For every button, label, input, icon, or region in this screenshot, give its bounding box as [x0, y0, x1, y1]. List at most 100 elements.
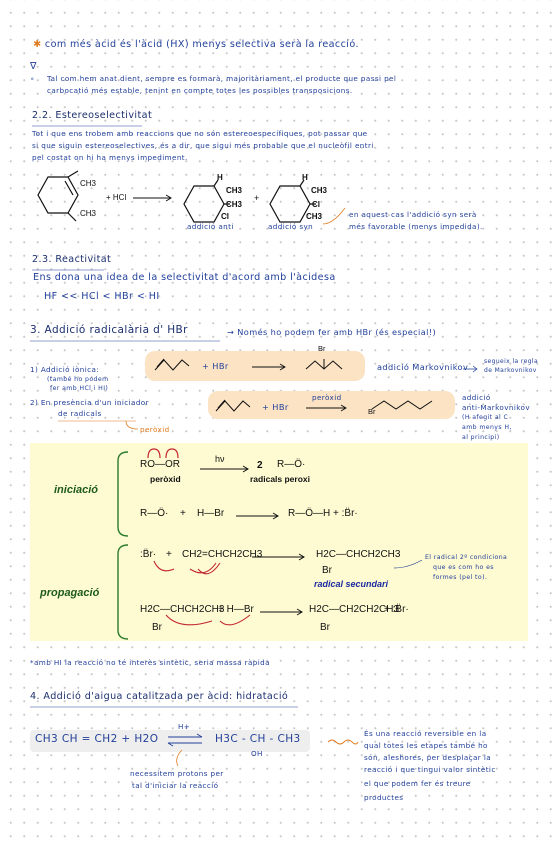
ionic-sub-1: (també ho podem — [47, 376, 109, 383]
ionic-br-label: Br — [318, 344, 326, 353]
radical-result-2: anti-Markovnikov — [462, 403, 530, 412]
prop2-left-br: Br — [152, 622, 162, 633]
radical-arrow-icon — [306, 404, 347, 412]
protons-pointer-icon — [176, 749, 183, 767]
two-label: 2 — [257, 460, 263, 471]
prop1-br-radical: :B̈r· — [140, 549, 157, 560]
reversible-note-1: És una reacció reversible en la — [364, 729, 487, 738]
prop1-curved-arrows-icon — [153, 560, 221, 575]
asterisk-icon: ✱ — [33, 39, 45, 50]
reversible-wave-icon — [327, 739, 359, 745]
reversible-note-6: productes — [364, 793, 404, 802]
hydration-highlight — [30, 730, 310, 752]
ch3-label-a: CH3 — [80, 179, 97, 188]
radical-product-structure — [371, 400, 433, 410]
mechanism-panel — [30, 443, 528, 641]
peroxide-note: peròxid — [140, 425, 170, 434]
methylcyclohexene-structure — [37, 170, 79, 222]
hbr-aside: → Només ho podem fer amb HBr (és especia… — [227, 327, 437, 337]
prop2-arrow-icon — [260, 608, 303, 616]
prop2-product: H2C—CH2CH2CH3 — [309, 604, 400, 615]
protons-note-1: necessitem protons per — [130, 769, 224, 778]
initiation-label: iniciació — [54, 484, 99, 496]
step2-plus: + — [180, 508, 186, 519]
equilibrium-arrow-icon — [167, 733, 203, 747]
radical-label-2: de radicals — [58, 409, 102, 418]
regio-line-2: carbocatió més estable, tenint en compte… — [47, 86, 353, 95]
hydration-oh: OH — [251, 749, 263, 758]
heading-underline — [32, 125, 142, 127]
radical-formula: R—Ö· — [277, 459, 306, 470]
heading-3: 3. Addició radicalària d' HBr — [30, 324, 188, 336]
radical-br-label: Br — [368, 407, 376, 416]
h-label-syn: H — [302, 173, 308, 182]
product-syn-structure — [269, 179, 316, 223]
peroxide-label: peròxid — [150, 474, 181, 484]
cl-label-syn: Cl — [312, 200, 320, 209]
ch3-label-anti-2: CH3 — [226, 200, 243, 209]
prop1-product: H2C—CHCH2CH3 — [316, 549, 401, 560]
over-arrow-label: peròxid — [312, 393, 342, 402]
step2-product: R—Ö—H + :B̈r· — [288, 508, 358, 519]
heading-2-3: 2.3. Reactivitat — [32, 254, 112, 265]
label-anti: addició anti — [187, 222, 234, 231]
peroxide-formula: RO—OR — [140, 459, 180, 470]
side-note-1: El radical 2º condiciona — [425, 554, 508, 561]
ch3-label-syn-1: CH3 — [311, 186, 328, 195]
cl-label-anti: Cl — [221, 212, 229, 221]
propagation-label: propagació — [40, 587, 100, 599]
triangle-marker-icon: ∇ — [30, 61, 37, 72]
curved-arrows-icon — [147, 448, 179, 459]
ch3-label-b: CH3 — [80, 209, 97, 218]
reactivity-line: Ens dona una idea de la selectivitat d'a… — [33, 272, 336, 283]
rule-pointer-icon — [463, 365, 478, 373]
heading-2-2: 2.2. Estereoselectivitat — [32, 110, 153, 121]
initiation-bracket-icon — [117, 451, 129, 537]
syn-note-1: en aquest cas l'addició syn serà — [349, 210, 477, 219]
prop2-br-radical: + :B̈r· — [384, 604, 409, 615]
step2-radical: R—Ö· — [140, 508, 169, 519]
step2-arrow-icon — [236, 512, 279, 520]
hcl-reagent: + HCl — [106, 193, 127, 202]
hydration-product: H3C - CH - CH3 — [215, 733, 301, 745]
heading-underline — [32, 269, 104, 271]
reversible-note-4: reacció i que tingui valor sintètic — [364, 765, 496, 774]
prop2-product-br: Br — [320, 622, 330, 633]
side-note-3: formes (pel to). — [433, 574, 488, 581]
stereo-para-3: pel costat on hi ha menys impediment. — [32, 153, 188, 162]
radicals-label: radicals peroxi — [250, 474, 311, 484]
acidity-order: HF << HCl < HBr < HI — [44, 291, 160, 302]
prop2-hbr: + H—Br — [218, 604, 254, 615]
ionic-sub-2: fer amb HCl i HI) — [50, 385, 109, 392]
peroxide-pointer-icon — [125, 420, 139, 430]
secondary-radical-label: radical secundari — [314, 579, 389, 589]
ionic-reagent: + HBr — [202, 361, 229, 371]
prop1-plus: + — [166, 549, 172, 560]
ch3-label-syn-2: CH3 — [306, 212, 323, 221]
ch3-label-anti-1: CH3 — [226, 186, 243, 195]
ionic-arrow-icon — [252, 363, 286, 371]
radical-result-5: al principi) — [462, 434, 500, 441]
prop2-left: H2C—CHCH2CH3 — [140, 604, 225, 615]
intro-line: ✱ com més àcid és l'àcid (HX) menys sele… — [33, 39, 359, 50]
bullet-icon: ∘ — [30, 74, 35, 83]
radical-result-3: (H afegit al C — [462, 414, 509, 421]
radical-result-4: amb menys H, — [462, 424, 512, 431]
ionic-rule-1: segueix la regla — [484, 358, 539, 365]
syn-note-2: més favorable (menys impedida). — [349, 222, 483, 231]
stereo-para-2: si que siguin estereoselectives, és a di… — [32, 141, 374, 150]
reaction-arrow-icon — [133, 194, 172, 202]
reversible-note-3: són, aleshores, per desplaçar la — [364, 753, 492, 762]
initiation-arrow-icon — [200, 465, 249, 473]
label-syn: addició syn — [268, 222, 314, 231]
ionic-result: addició Markovnikov — [377, 362, 469, 372]
propagation-bracket-icon — [117, 544, 129, 640]
catalyst-label: H+ — [178, 722, 191, 731]
prop2-curved-arrows-icon — [165, 614, 251, 626]
ionic-product-structure — [305, 359, 343, 370]
ionic-rule-2: de Markovnikov — [484, 367, 537, 374]
h-label-anti: H — [217, 173, 223, 182]
radical-underline — [58, 420, 136, 422]
heading-underline — [30, 340, 220, 342]
radical-result-1: addició — [462, 393, 491, 402]
